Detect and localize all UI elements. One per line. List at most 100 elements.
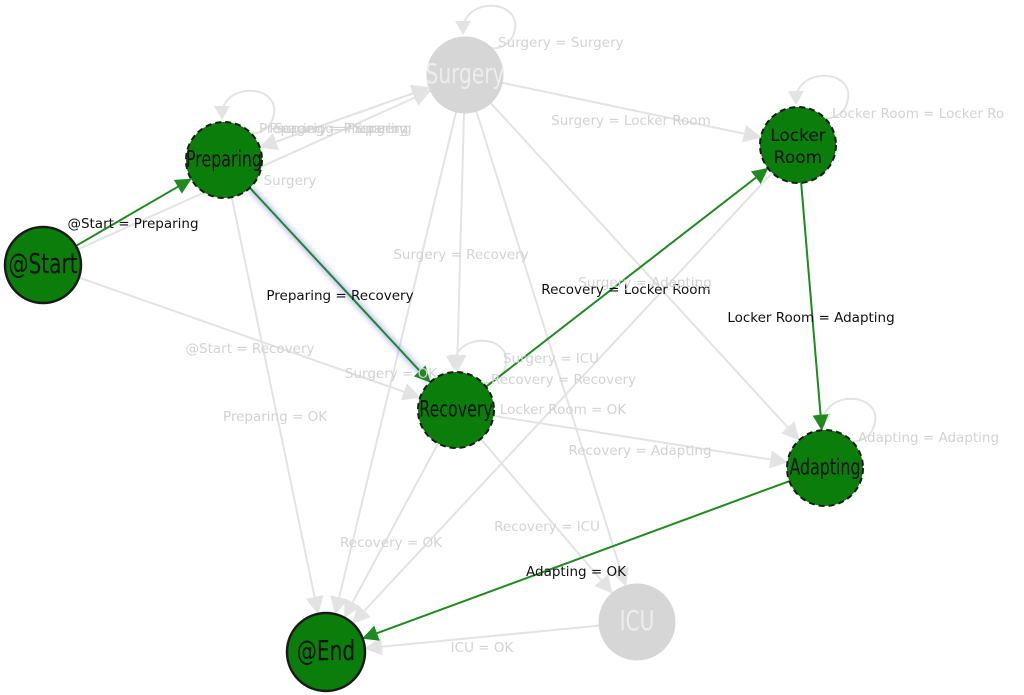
edge-start-to-recovery[interactable] bbox=[78, 276, 421, 401]
node-preparing[interactable]: Preparing bbox=[185, 121, 263, 199]
self-loop-path bbox=[453, 339, 508, 385]
node-label: Surgery bbox=[426, 57, 505, 90]
edge-label: Recovery = Adapting bbox=[568, 443, 711, 459]
edge-label: Locker Room = Adapting bbox=[727, 310, 894, 326]
edge-label: Adapting = OK bbox=[526, 564, 627, 580]
edge-label: Preparing = OK bbox=[223, 409, 328, 425]
edge-line bbox=[344, 443, 439, 619]
self-loop-arrowhead bbox=[455, 21, 471, 35]
edge-recovery-to-adapting[interactable] bbox=[493, 414, 789, 469]
node-circle bbox=[285, 611, 367, 693]
edge-line bbox=[489, 102, 800, 441]
edge-locker-to-adapting[interactable] bbox=[800, 182, 829, 431]
edge-label: Recovery = OK bbox=[340, 535, 443, 551]
active-edges-layer bbox=[75, 167, 829, 641]
self-loop-label: Preparing = Preparing bbox=[259, 121, 408, 137]
edge-label: Surgery bbox=[264, 173, 317, 189]
edge-label: Surgery = Preparing bbox=[274, 121, 411, 137]
node-surgery[interactable]: Surgery bbox=[426, 36, 505, 114]
node-end[interactable]: @End bbox=[285, 611, 367, 693]
edge-line bbox=[352, 172, 773, 625]
node-start[interactable]: @Start bbox=[3, 225, 83, 305]
edge-line bbox=[501, 81, 762, 143]
edge-surgery-to-recovery[interactable] bbox=[448, 112, 467, 373]
self-loop-preparing[interactable] bbox=[214, 89, 276, 135]
self-loop-recovery[interactable] bbox=[446, 339, 508, 385]
edge-recovery-to-locker[interactable] bbox=[485, 167, 769, 388]
edge-label: ICU = OK bbox=[451, 640, 515, 656]
self-loop-path bbox=[795, 74, 850, 120]
edge-line bbox=[479, 438, 613, 594]
edge-locker-to-end[interactable] bbox=[352, 172, 773, 625]
edge-line bbox=[230, 197, 324, 615]
node-circle bbox=[3, 225, 83, 305]
node-label: @End bbox=[297, 634, 355, 667]
self-loop-locker[interactable] bbox=[788, 74, 850, 120]
edge-surgery-to-locker[interactable] bbox=[501, 81, 762, 143]
edge-surgery-to-icu[interactable] bbox=[475, 110, 630, 587]
node-label: ICU bbox=[620, 604, 655, 637]
edge-recovery-to-icu[interactable] bbox=[479, 438, 613, 594]
self-loop-arrowhead bbox=[446, 356, 462, 370]
node-adapting[interactable]: Adapting bbox=[786, 429, 864, 507]
edge-surgery-to-end[interactable] bbox=[330, 111, 458, 615]
self-loop-path bbox=[822, 397, 877, 443]
edge-label: Surgery = Adapting bbox=[578, 275, 711, 291]
self-loop-path bbox=[462, 4, 517, 50]
node-label-line: Room bbox=[774, 148, 822, 168]
self-loop-label: Recovery = Recovery bbox=[491, 372, 636, 388]
edge-label: Locker Room = OK bbox=[500, 402, 627, 418]
inactive-edges-layer bbox=[77, 81, 800, 656]
node-label: Preparing bbox=[186, 146, 262, 172]
edge-adapting-to-end[interactable] bbox=[362, 480, 790, 641]
edge-line bbox=[485, 167, 769, 388]
self-loop-path bbox=[221, 89, 276, 135]
edge-line bbox=[364, 624, 600, 656]
self-loop-arrowhead bbox=[788, 91, 804, 105]
edge-label: @Start = Recovery bbox=[186, 341, 315, 357]
edge-surgery-to-preparing[interactable] bbox=[259, 86, 430, 151]
edge-line bbox=[800, 182, 829, 431]
self-loop-arrowhead bbox=[815, 414, 831, 428]
edge-icu-to-end[interactable] bbox=[364, 624, 600, 656]
edge-line bbox=[362, 480, 790, 641]
node-label: @Start bbox=[8, 247, 77, 280]
edge-label: Surgery = ICU bbox=[503, 351, 599, 367]
node-label: Recovery bbox=[419, 396, 492, 422]
edge-label: Preparing = Recovery bbox=[266, 288, 413, 304]
edge-line bbox=[78, 276, 421, 401]
edge-recovery-to-end[interactable] bbox=[344, 443, 439, 619]
edge-line bbox=[330, 111, 458, 615]
edge-line bbox=[475, 110, 630, 587]
edge-start-to-preparing[interactable] bbox=[75, 178, 192, 247]
node-circle bbox=[426, 36, 504, 114]
self-loop-arrowhead bbox=[214, 106, 230, 120]
edge-surgery-to-adapting[interactable] bbox=[489, 102, 800, 441]
edge-label: @Start = Preparing bbox=[67, 216, 198, 232]
edge-preparing-to-end[interactable] bbox=[230, 197, 324, 615]
node-recovery[interactable]: Recovery bbox=[417, 371, 495, 449]
self-loop-label: Locker Room = Locker Ro bbox=[832, 106, 1004, 122]
edge-line bbox=[493, 414, 789, 469]
node-circle bbox=[417, 371, 495, 449]
edge-line bbox=[448, 112, 467, 373]
edge-label: Recovery = ICU bbox=[494, 519, 600, 535]
self-loop-surgery[interactable] bbox=[455, 4, 517, 50]
node-label: Adapting bbox=[789, 454, 860, 480]
node-circle bbox=[598, 583, 676, 661]
edge-label: Surgery = OK bbox=[345, 366, 438, 382]
node-label-line: Locker bbox=[770, 126, 826, 146]
edge-line bbox=[75, 178, 192, 247]
node-circle bbox=[759, 106, 837, 184]
edge-label: Surgery = Recovery bbox=[393, 247, 528, 263]
edge-label: Preparing = Surgery bbox=[269, 121, 406, 137]
node-icu[interactable]: ICU bbox=[598, 583, 676, 661]
edge-line bbox=[249, 187, 431, 383]
edge-line bbox=[259, 86, 430, 151]
self-loop-label: Surgery = Surgery bbox=[498, 35, 624, 51]
edge-preparing-to-recovery[interactable] bbox=[247, 185, 433, 384]
